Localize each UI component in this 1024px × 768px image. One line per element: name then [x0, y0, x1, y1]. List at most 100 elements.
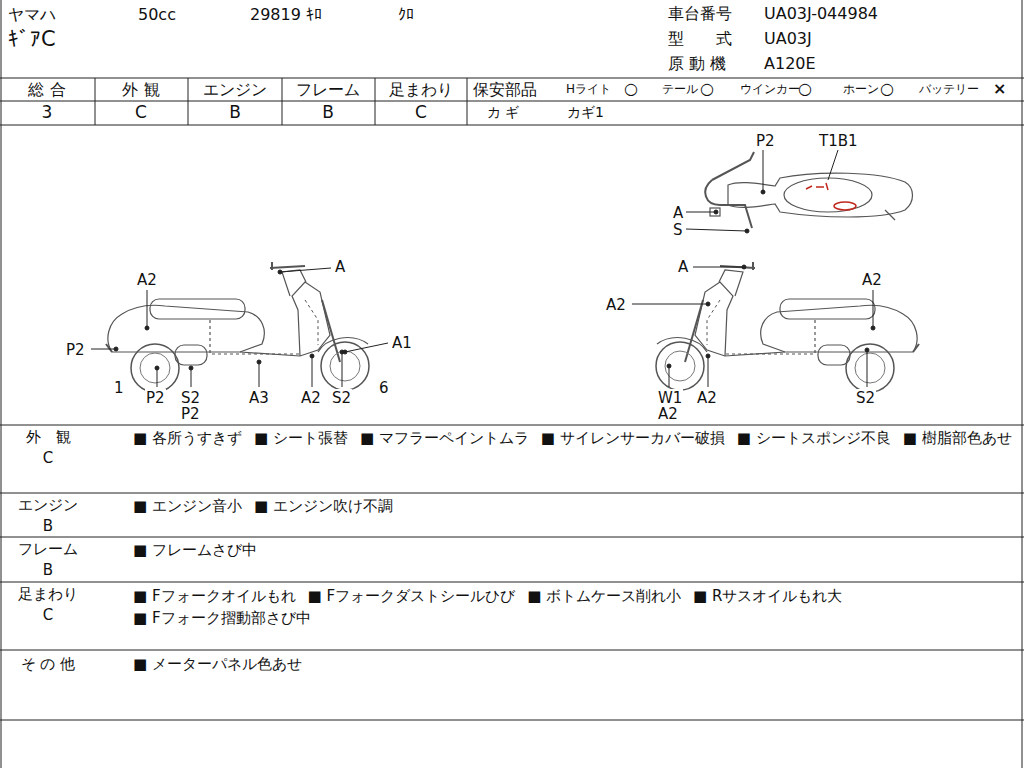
- callout: P2: [180, 405, 201, 423]
- leader-lines: [91, 150, 875, 387]
- leader-lines-part: [157, 368, 158, 387]
- safety-head: 保安部品: [473, 80, 537, 99]
- leader-lines-part: [867, 350, 868, 387]
- safety-item: バッテリー: [919, 82, 979, 96]
- form-grid-part: [0, 125, 1024, 126]
- note-item: ■ 各所うすきず: [133, 429, 242, 447]
- check-mark: ○: [880, 79, 894, 98]
- damage-marks-part: [806, 183, 828, 190]
- form-grid-part: [0, 78, 1024, 79]
- note-item: ■ Rサスオイルもれ大: [693, 587, 842, 605]
- note-grade: B: [43, 517, 53, 535]
- leader-lines-part: [259, 362, 260, 387]
- field-name: 車台番号: [668, 4, 732, 23]
- grade-head: 外 観: [122, 80, 159, 99]
- note-item: ■ Fフォークオイルもれ: [133, 587, 296, 605]
- note-item: ■ フレームさび中: [133, 541, 257, 559]
- callout: A3: [248, 389, 270, 407]
- note-grade: B: [43, 561, 53, 579]
- leader-lines-part: [686, 212, 716, 213]
- form-grid-part: [375, 78, 376, 125]
- leader-lines-part: [147, 290, 148, 328]
- leader-lines-part: [828, 150, 838, 180]
- check-mark: ○: [798, 79, 812, 98]
- note-list: ■ メーターパネル色あせ: [133, 655, 1013, 673]
- leader-lines-part: [114, 347, 118, 351]
- scooter-left-view-part: [106, 262, 369, 392]
- grade-value: C: [135, 102, 147, 122]
- form-grid-part: [188, 78, 189, 125]
- field-value: UA03J: [764, 29, 812, 48]
- leader-lines-part: [871, 326, 875, 330]
- leader-lines-part: [345, 343, 388, 352]
- leader-lines-part: [310, 354, 314, 358]
- note-item: ■ サイレンサーカバー破損: [541, 429, 725, 447]
- form-grid-part: [95, 78, 96, 125]
- leader-lines-part: [686, 229, 747, 231]
- form-grid-part: [467, 78, 468, 125]
- leader-lines-part: [706, 354, 710, 358]
- leader-lines-part: [91, 349, 116, 350]
- note-item: ■ ボトムケース削れ小: [527, 587, 681, 605]
- check-mark: ×: [993, 79, 1006, 98]
- leader-lines-part: [742, 265, 746, 269]
- note-item: ■ 樹脂部色あせ: [903, 429, 1012, 447]
- note-head: そ の 他: [21, 655, 76, 673]
- form-grid-part: [0, 720, 1024, 721]
- safety-item: Hライト: [566, 82, 611, 96]
- leader-lines-part: [714, 210, 718, 214]
- leader-lines-part: [763, 150, 764, 192]
- leader-lines-part: [865, 348, 869, 352]
- form-grid-part: [0, 493, 1024, 494]
- color: ｸﾛ: [398, 5, 414, 24]
- note-item: ■ Fフォーク摺動部さび中: [133, 609, 311, 627]
- leader-lines-part: [873, 290, 874, 328]
- form-grid-part: [0, 650, 1024, 651]
- callout: A2: [696, 389, 718, 407]
- field-name: 型 式: [668, 29, 732, 48]
- maker: ヤマハ: [8, 5, 56, 24]
- damage-marks-part: [834, 202, 856, 210]
- callout: P2: [755, 132, 776, 150]
- field-name: 原 動 機: [668, 54, 726, 73]
- leader-lines-part: [257, 360, 261, 364]
- grade-head: 総 合: [28, 80, 65, 99]
- model-name: ｷﾞｱC: [8, 27, 56, 52]
- scooter-right-view-part: [656, 262, 919, 392]
- note-item: ■ エンジン吹け不調: [254, 497, 393, 515]
- note-item: ■ シートスポンジ不良: [737, 429, 891, 447]
- safety-item: テール: [662, 82, 698, 96]
- note-item: ■ メーターパネル色あせ: [133, 655, 302, 673]
- callout: A2: [136, 271, 158, 289]
- leader-lines-part: [761, 190, 765, 194]
- safety-item: ホーン: [843, 82, 879, 96]
- callout: S: [672, 221, 684, 239]
- grade-head: フレーム: [296, 80, 360, 99]
- form-grid-part: [0, 101, 467, 102]
- callout: A: [334, 258, 346, 276]
- scooter-top-view-part: [784, 178, 872, 212]
- callout: S2: [331, 389, 352, 407]
- grade-value: B: [322, 102, 334, 122]
- scooter-top-view-part: [705, 180, 752, 228]
- callout: 6: [378, 379, 390, 397]
- form-grid-part: [1022, 0, 1023, 768]
- form-grid-part: [1, 0, 2, 768]
- callout: T1B1: [818, 132, 859, 150]
- note-item: ■ Fフォークダストシールひび: [308, 587, 516, 605]
- callout: A2: [605, 296, 627, 314]
- field-value: A120E: [764, 54, 816, 73]
- grade-value: B: [229, 102, 241, 122]
- callout: A1: [391, 334, 413, 352]
- note-head: エンジン: [18, 496, 78, 514]
- leader-lines-part: [632, 304, 708, 305]
- callout: 1: [113, 379, 125, 397]
- damage-marks: [806, 183, 856, 210]
- callout: A: [672, 204, 684, 222]
- callout: P2: [145, 389, 166, 407]
- leader-lines-part: [191, 368, 192, 387]
- form-grid-part: [282, 78, 283, 125]
- form-grid-part: [467, 101, 1024, 102]
- note-list: ■ Fフォークオイルもれ ■ Fフォークダストシールひび ■ ボトムケース削れ小 ■ …: [133, 587, 1013, 627]
